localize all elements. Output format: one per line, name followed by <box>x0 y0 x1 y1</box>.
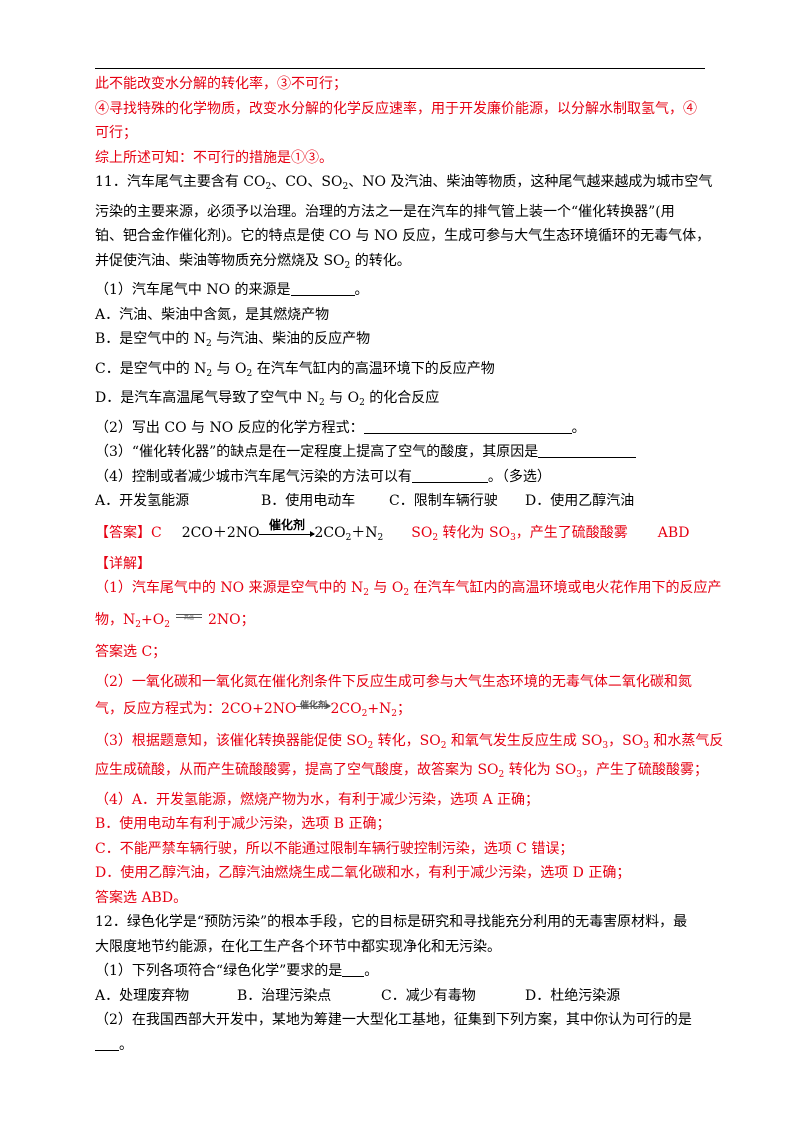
answer-blank <box>342 962 365 977</box>
q11-sub3: （3）“催化转化器”的缺点是在一定程度上提高了空气的酸度，其原因是 <box>95 440 707 465</box>
content: 此不能改变水分解的转化率，③不可行； ④寻找特殊的化学物质，改变水分解的化学反应… <box>95 72 724 1058</box>
reaction-arrow: 高温 <box>175 610 202 624</box>
q12-sub2-blank-line: 。 <box>95 1033 707 1058</box>
detail-p4-b: B．使用电动车有利于减少污染，选项 B 正确； <box>95 816 391 832</box>
answer-blank <box>95 1036 119 1051</box>
q11-option-d: D．是汽车高温尾气导致了空气中 N2 与 O2 的化合反应 <box>95 390 440 408</box>
answer-blank <box>538 443 637 458</box>
q11-option-b: B．是空气中的 N2 与汽油、柴油的反应产物 <box>95 331 371 349</box>
prev-answer-line-1: 此不能改变水分解的转化率，③不可行； <box>95 76 347 92</box>
detail-p3: （3）根据题意知，该催化转换器能促使 SO2 转化，SO2 和氧气发生反应生成 … <box>95 732 724 751</box>
prev-answer-line-3: 可行； <box>95 125 137 141</box>
q11-sub1: （1）汽车尾气中 NO 的来源是。 <box>95 281 369 298</box>
answer-blank <box>363 419 572 434</box>
option-a: A．开发氢能源 <box>95 493 190 509</box>
q12-sub2: （2）在我国西部大开发中，某地为筹建一大型化工基地，征集到下列方案，其中你认为可… <box>95 1012 692 1028</box>
detail-p2: （2）一氧化碳和一氧化氮在催化剂条件下反应生成可参与大气生态环境的无毒气体二氧化… <box>95 674 692 690</box>
detail-p3-cont: 应生成硫酸，从而产生硫酸酸雾，提高了空气酸度，故答案为 SO2 转化为 SO3，… <box>95 762 708 780</box>
q11-sub2: （2）写出 CO 与 NO 反应的化学方程式：。 <box>95 419 586 436</box>
option-c: C．限制车辆行驶 <box>389 493 498 509</box>
option-b: B．治理污染点 <box>237 987 332 1004</box>
answer-blank <box>411 468 488 483</box>
option-d: D．杜绝污染源 <box>525 987 621 1004</box>
q12-stem-line-2: 大限度地节约能源，在化工生产各个环节中都实现净化和无污染。 <box>95 938 501 955</box>
answer-blank <box>290 281 355 296</box>
q11-stem-line-3: 铂、钯合金作催化剂)。它的特点是使 CO 与 NO 反应，生成可参与大气生态环境… <box>95 228 711 244</box>
prev-answer-summary: 综上所述可知：不可行的措施是①③。 <box>95 149 333 166</box>
detail-p1-answer: 答案选 C； <box>95 643 167 660</box>
detail-p4-c: C．不能严禁车辆行驶，所以不能通过限制车辆行驶控制污染，选项 C 错误； <box>95 840 574 857</box>
q12-stem-line-1: 12．绿色化学是“预防污染”的根本手段，它的目标是研究和寻找能充分利用的无毒害原… <box>95 914 688 930</box>
q11-stem-line-1: 11．汽车尾气主要含有 CO2、CO、SO2、NO 及汽油、柴油等物质，这种尾气… <box>95 174 713 192</box>
option-b: B．使用电动车 <box>261 493 356 509</box>
q11-option-a: A．汽油、柴油中含氮，是其燃烧产物 <box>95 306 330 323</box>
detail-p4-answer: 答案选 ABD。 <box>95 889 188 906</box>
header-rule <box>95 68 705 69</box>
option-d: D．使用乙醇汽油 <box>525 493 635 509</box>
reaction-arrow: 催化剂 <box>296 699 332 713</box>
q11-sub4-options: A．开发氢能源 B．使用电动车 C．限制车辆行驶 D．使用乙醇汽油 <box>95 489 707 514</box>
answer-label: 【答案】 <box>95 524 151 541</box>
detail-p1: （1）汽车尾气中的 NO 来源是空气中的 N2 与 O2 在汽车气缸内的高温环境… <box>95 580 722 598</box>
q11-stem-line-4: 并促使汽油、柴油等物质充分燃烧及 SO2 的转化。 <box>95 252 411 271</box>
detail-p4-a: （4）A．开发氢能源，燃烧产物为水，有利于减少污染，选项 A 正确； <box>95 791 540 808</box>
q11-sub4: （4）控制或者减少城市汽车尾气污染的方法可以有。（多选） <box>95 468 551 485</box>
q11-option-c: C．是空气中的 N2 与 O2 在汽车气缸内的高温环境下的反应产物 <box>95 360 495 379</box>
q12-sub1: （1）下列各项符合“绿色化学”要求的是。 <box>95 962 379 979</box>
detail-label: 【详解】 <box>95 555 151 572</box>
reaction-arrow: 催化剂 <box>259 518 316 537</box>
q12-sub1-options: A．处理废弃物 B．治理污染点 C．减少有毒物 D．杜绝污染源 <box>95 984 707 1009</box>
prev-answer-line-2: ④寻找特殊的化学物质，改变水分解的化学反应速率，用于开发廉价能源，以分解水制取氢… <box>95 100 697 117</box>
option-c: C．减少有毒物 <box>381 987 476 1004</box>
detail-p4-d: D．使用乙醇汽油，乙醇汽油燃烧生成二氧化碳和水，有利于减少污染，选项 D 正确； <box>95 865 631 881</box>
q11-stem-line-2: 污染的主要来源，必须予以治理。治理的方法之一是在汽车的排气管上装一个“催化转换器… <box>95 203 675 220</box>
option-a: A．处理废弃物 <box>95 987 190 1004</box>
